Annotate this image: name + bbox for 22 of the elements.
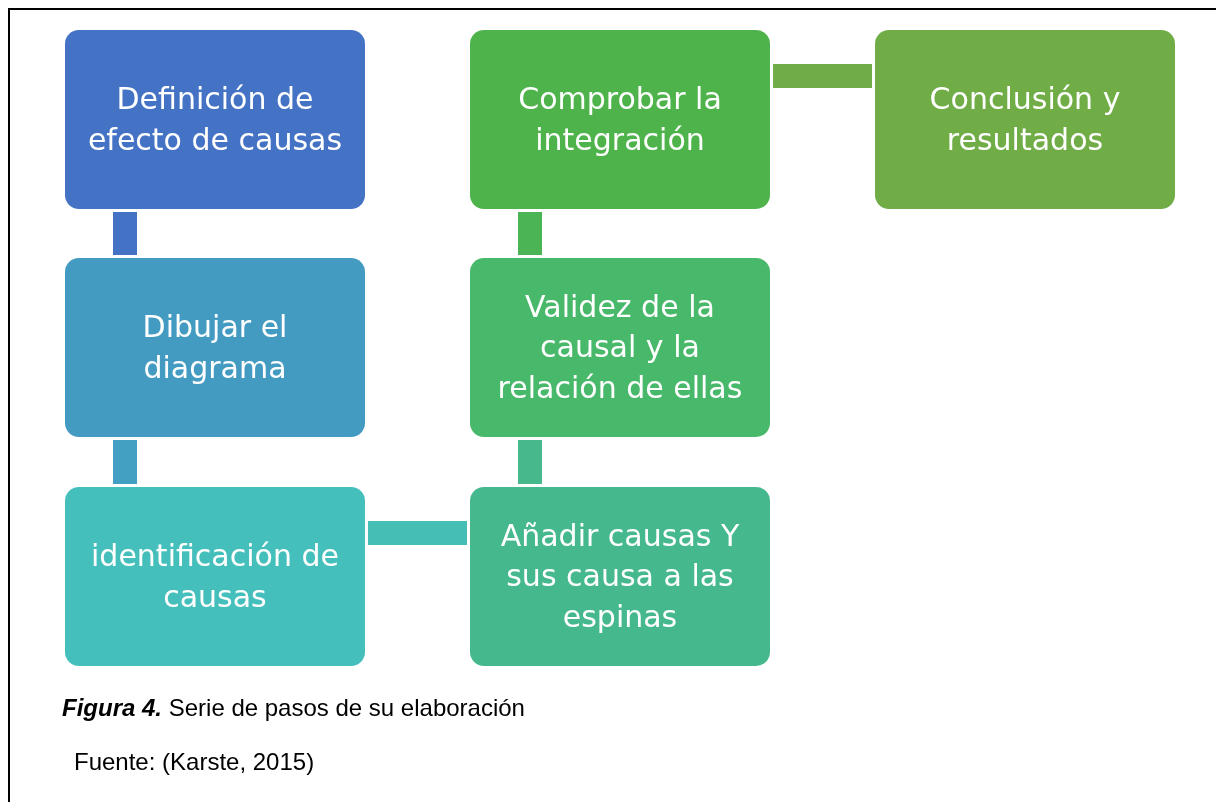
connector-bar bbox=[113, 440, 137, 484]
process-box bbox=[470, 487, 770, 666]
process-box bbox=[470, 30, 770, 209]
process-box bbox=[470, 258, 770, 437]
process-box bbox=[65, 487, 365, 666]
box-label: identificación de causas bbox=[90, 537, 340, 616]
connector-bar bbox=[518, 212, 542, 255]
connector-bar bbox=[773, 64, 872, 88]
connector-bar bbox=[113, 212, 137, 255]
box-label: Definición de efecto de causas bbox=[86, 80, 344, 159]
connector-bar bbox=[368, 521, 467, 545]
figure-caption: Figura 4. Serie de pasos de su elaboración bbox=[62, 694, 525, 722]
box-label: Conclusión y resultados bbox=[928, 80, 1122, 159]
box-label: Dibujar el diagrama bbox=[141, 308, 289, 387]
process-box bbox=[65, 258, 365, 437]
box-label: Validez de la causal y la relación de ellas bbox=[496, 287, 744, 407]
source-note: Fuente: (Karste, 2015) bbox=[74, 748, 315, 776]
process-box bbox=[65, 30, 365, 209]
process-box bbox=[875, 30, 1175, 209]
connector-bar bbox=[518, 440, 542, 484]
box-label: Añadir causas Y sus causa a las espinas bbox=[499, 516, 741, 636]
box-label: Comprobar la integración bbox=[517, 80, 723, 159]
